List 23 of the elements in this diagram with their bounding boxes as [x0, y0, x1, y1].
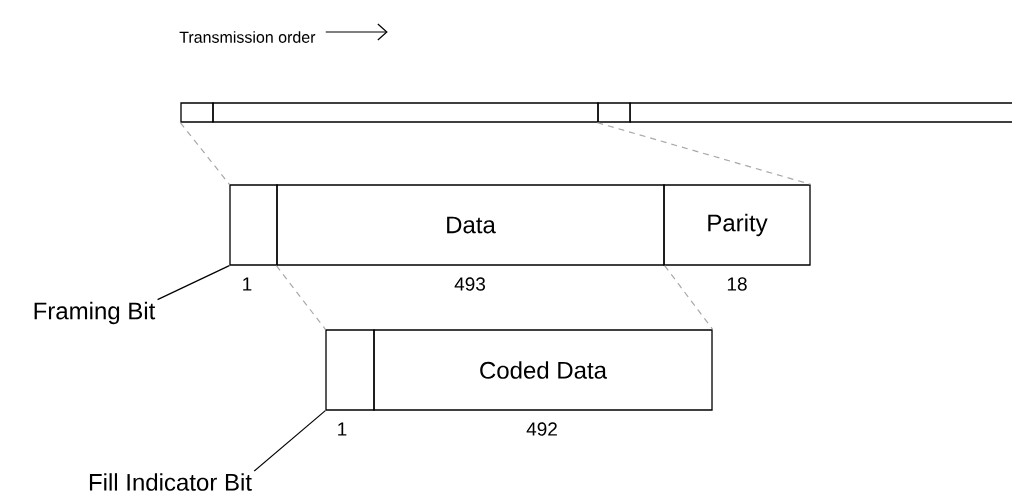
bit-count: 492 — [526, 422, 557, 436]
cell — [325, 329, 375, 411]
cell — [629, 102, 1012, 123]
field-cell: Coded Data — [373, 329, 713, 411]
leader-line — [253, 410, 326, 472]
cell — [180, 102, 214, 123]
zoom-line — [275, 265, 326, 330]
zoom-line — [664, 265, 714, 330]
field-cell: Parity — [663, 184, 811, 266]
field-cell: Data — [276, 184, 665, 266]
cell — [597, 102, 631, 123]
part-name: Fill Indicator Bit — [89, 473, 252, 491]
bit-count: 1 — [338, 422, 347, 436]
bit-count: 493 — [454, 277, 485, 291]
leader-line — [156, 265, 230, 301]
cell — [229, 184, 278, 266]
zoom-line — [179, 122, 230, 185]
cell — [212, 102, 599, 123]
caption-text: Transmission order — [179, 31, 316, 43]
bit-count: 1 — [243, 277, 252, 291]
bit-count: 18 — [727, 277, 747, 291]
part-name: Framing Bit — [34, 301, 156, 325]
zoom-line — [596, 122, 812, 185]
